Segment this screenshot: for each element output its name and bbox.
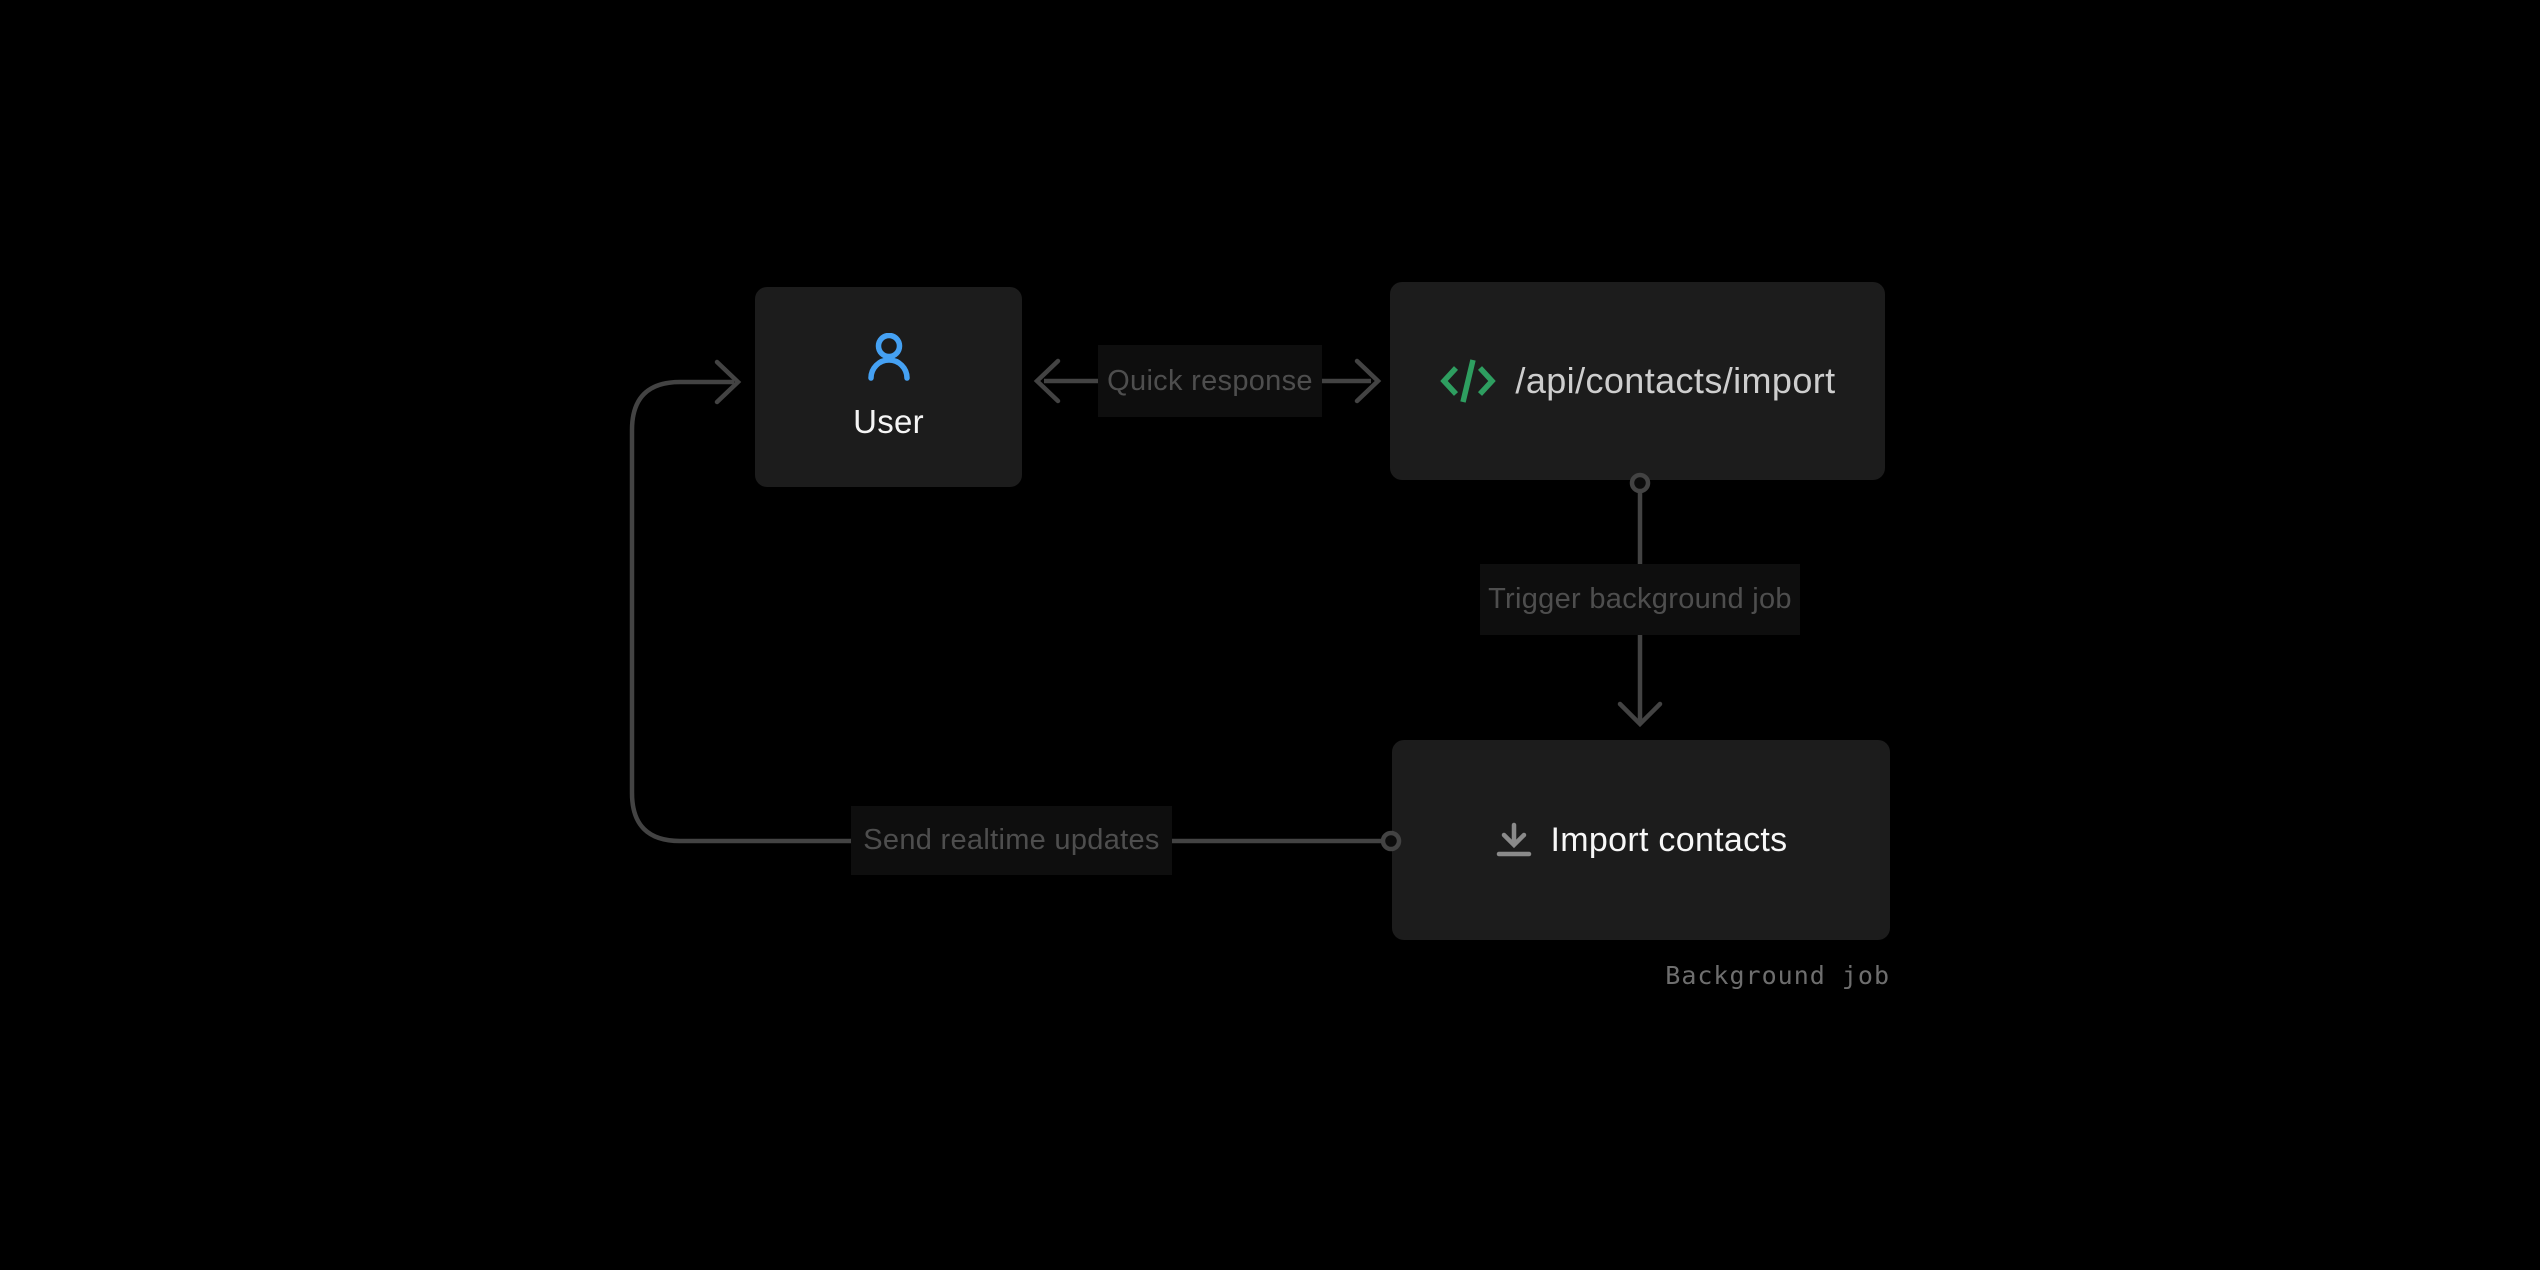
background-job-caption: Background job <box>1665 961 1890 990</box>
user-icon <box>867 333 910 381</box>
edge-label-send-realtime-updates: Send realtime updates <box>851 806 1172 875</box>
edge-label-trigger-background-job: Trigger background job <box>1480 564 1800 635</box>
node-user[interactable]: User <box>755 287 1022 487</box>
node-user-label: User <box>853 403 924 440</box>
node-import-contacts-label: Import contacts <box>1550 820 1788 859</box>
node-api-label: /api/contacts/import <box>1515 360 1836 401</box>
download-icon <box>1496 822 1531 857</box>
node-api[interactable]: /api/contacts/import <box>1390 282 1885 480</box>
code-icon <box>1440 359 1497 403</box>
node-import-contacts[interactable]: Import contacts <box>1392 740 1890 940</box>
edge-label-quick-response: Quick response <box>1098 345 1322 417</box>
